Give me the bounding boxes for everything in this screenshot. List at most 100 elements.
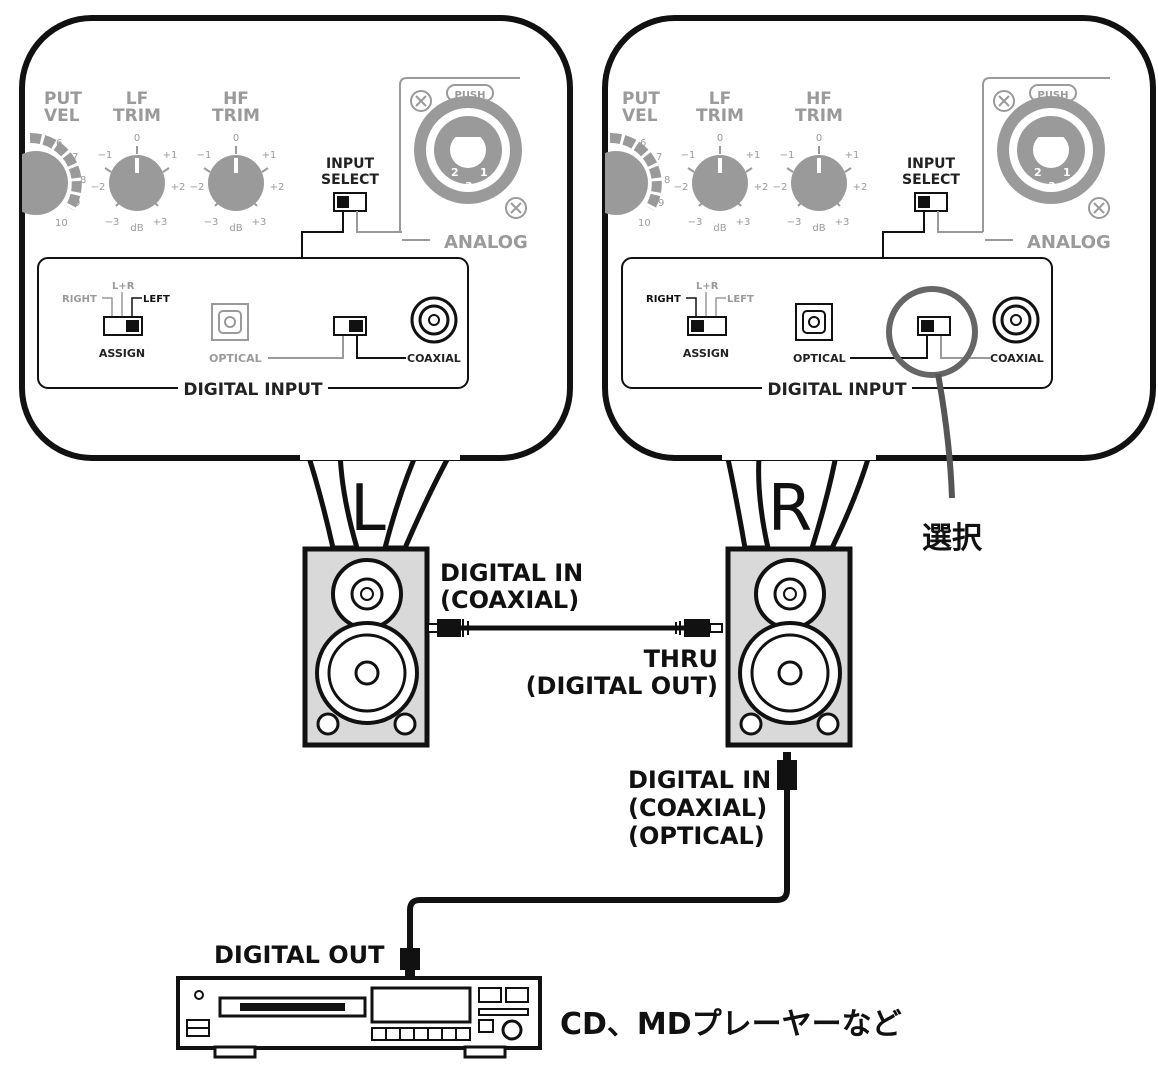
optical-port-icon xyxy=(795,303,833,341)
xlr-pin-3: 3 xyxy=(465,180,473,193)
left-digital-in-label: DIGITAL IN xyxy=(440,559,583,587)
lf-trim-m2: −2 xyxy=(674,182,689,193)
digital-input-select-switch[interactable] xyxy=(333,316,367,336)
lf-trim-label-bottom: TRIM xyxy=(113,106,161,126)
input-select-switch[interactable] xyxy=(333,192,367,212)
digital-out-label: DIGITAL OUT xyxy=(214,941,385,969)
input-select-label-1: INPUT xyxy=(907,156,956,172)
level-scale-7: 7 xyxy=(656,152,662,163)
input-select-switch[interactable] xyxy=(914,192,948,212)
xlr-pin-2: 2 xyxy=(451,166,459,179)
analog-label: ANALOG xyxy=(444,232,528,253)
hf-trim-p2: +2 xyxy=(270,182,285,193)
lf-trim-p1: +1 xyxy=(746,150,761,161)
player-label: CD、MDプレーヤーなど xyxy=(560,1007,902,1042)
hf-trim-p3: +3 xyxy=(252,217,267,228)
analog-combo-jack xyxy=(982,77,1110,241)
lf-trim-label-bottom: TRIM xyxy=(696,106,744,126)
assign-label: ASSIGN xyxy=(99,347,145,360)
coaxial-label: COAXIAL xyxy=(990,352,1044,365)
right-panel-bubble: PUT VEL 6 7 8 9 10 LF TRIM 0 −1 +1 −2 +2 xyxy=(602,15,1156,551)
level-label-top: PUT xyxy=(44,89,82,109)
digital-input-section xyxy=(37,257,469,398)
assign-left-label: LEFT xyxy=(727,294,754,305)
hf-trim-0: 0 xyxy=(233,133,239,144)
push-label: PUSH xyxy=(454,90,485,101)
digital-input-select-switch[interactable] xyxy=(917,316,951,336)
level-scale-7: 7 xyxy=(72,152,78,163)
hf-trim-m3: −3 xyxy=(204,217,219,228)
level-scale-10: 10 xyxy=(55,218,68,229)
lf-trim-label-top: LF xyxy=(126,89,148,109)
coaxial-port-icon xyxy=(410,296,458,344)
lf-trim-p2: +2 xyxy=(754,182,769,193)
hf-trim-m2: −2 xyxy=(190,182,205,193)
hf-trim-p1: +1 xyxy=(845,150,860,161)
assign-label: ASSIGN xyxy=(683,347,729,360)
assign-lr-label: L+R xyxy=(112,281,135,292)
coaxial-label: COAXIAL xyxy=(407,352,461,365)
coaxial-port-icon xyxy=(992,296,1040,344)
hf-trim-db: dB xyxy=(812,223,825,234)
selection-highlight xyxy=(886,286,978,499)
cd-md-player xyxy=(176,976,542,1059)
input-select-label-2: SELECT xyxy=(321,172,379,188)
level-label-bottom: VEL xyxy=(44,106,80,126)
right-digital-in-type-coaxial: (COAXIAL) xyxy=(628,794,767,822)
left-digital-in-type: (COAXIAL) xyxy=(440,586,579,614)
right-speaker xyxy=(725,546,853,748)
hf-trim-label-bottom: TRIM xyxy=(795,106,843,126)
hf-trim-m1: −1 xyxy=(780,150,795,161)
hf-trim-label-top: HF xyxy=(223,89,249,109)
hf-trim-m3: −3 xyxy=(787,217,802,228)
lf-trim-p1: +1 xyxy=(163,150,178,161)
hf-trim-label-bottom: TRIM xyxy=(212,106,260,126)
level-scale-6: 6 xyxy=(56,138,62,149)
input-level-knob xyxy=(22,132,82,215)
digital-input-section xyxy=(621,257,1053,398)
level-scale-9: 9 xyxy=(74,198,80,209)
assign-left-label: LEFT xyxy=(143,294,170,305)
left-speaker xyxy=(302,546,430,748)
hf-trim-db: dB xyxy=(229,223,242,234)
level-scale-8: 8 xyxy=(80,175,86,186)
lf-trim-m2: −2 xyxy=(91,182,106,193)
input-level-knob xyxy=(605,132,662,215)
hf-trim-m2: −2 xyxy=(773,182,788,193)
hf-trim-0: 0 xyxy=(816,133,822,144)
thru-sub-label: (DIGITAL OUT) xyxy=(526,672,718,700)
hf-trim-knob xyxy=(203,146,269,211)
lf-trim-0: 0 xyxy=(717,133,723,144)
level-scale-6: 6 xyxy=(640,138,646,149)
assign-right-label: RIGHT xyxy=(62,294,97,305)
assign-switch[interactable] xyxy=(103,316,143,336)
level-label-top: PUT xyxy=(622,89,660,109)
select-callout: 選択 xyxy=(922,521,983,556)
hf-trim-p2: +2 xyxy=(853,182,868,193)
lf-trim-m1: −1 xyxy=(98,150,113,161)
push-label: PUSH xyxy=(1037,90,1068,101)
lf-trim-p3: +3 xyxy=(153,217,168,228)
thru-label: THRU xyxy=(644,645,718,673)
hf-trim-m1: −1 xyxy=(197,150,212,161)
lf-trim-p2: +2 xyxy=(171,182,186,193)
optical-label: OPTICAL xyxy=(209,352,262,365)
xlr-pin-3: 3 xyxy=(1048,180,1056,193)
lf-trim-m3: −3 xyxy=(105,217,120,228)
lf-trim-m1: −1 xyxy=(681,150,696,161)
right-digital-in-type-optical: (OPTICAL) xyxy=(628,822,765,850)
level-scale-10: 10 xyxy=(638,218,651,229)
assign-switch[interactable] xyxy=(687,316,727,336)
hf-trim-p1: +1 xyxy=(262,150,277,161)
lf-trim-knob xyxy=(687,146,753,211)
input-select-label-2: SELECT xyxy=(902,172,960,188)
digital-input-label: DIGITAL INPUT xyxy=(767,380,907,400)
level-scale-8: 8 xyxy=(664,175,670,186)
analog-combo-jack xyxy=(399,77,527,241)
hf-trim-p3: +3 xyxy=(835,217,850,228)
xlr-pin-1: 1 xyxy=(480,166,488,179)
hf-trim-label-top: HF xyxy=(806,89,832,109)
lf-trim-p3: +3 xyxy=(736,217,751,228)
optical-label: OPTICAL xyxy=(793,352,846,365)
analog-label: ANALOG xyxy=(1027,232,1111,253)
